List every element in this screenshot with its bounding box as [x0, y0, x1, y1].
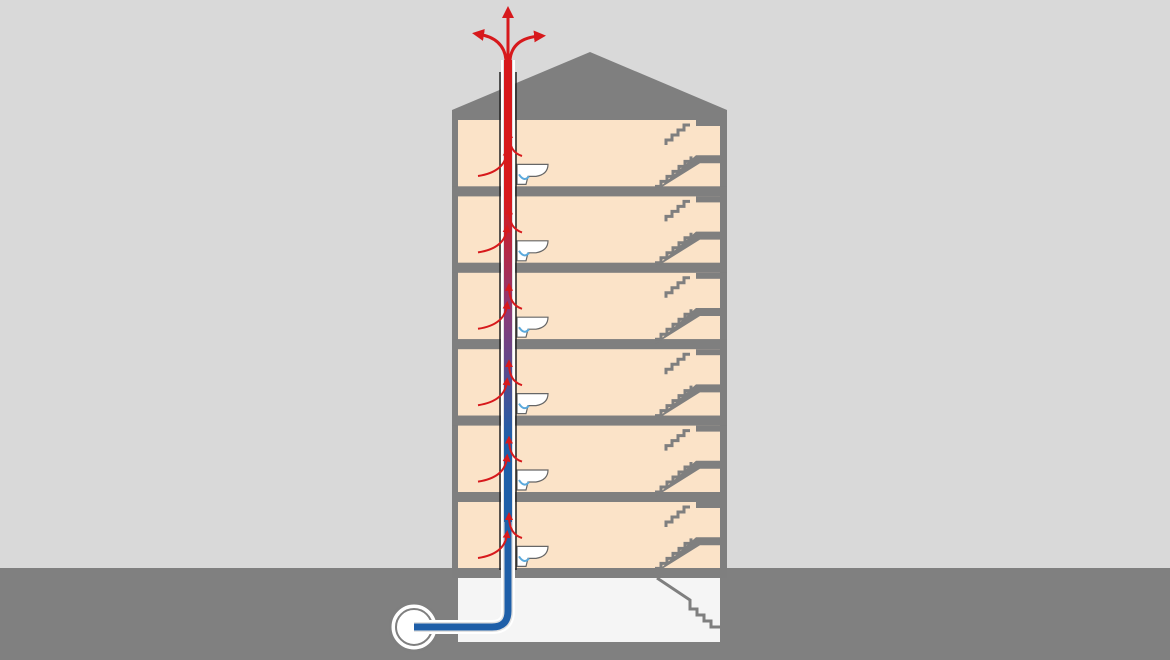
stair-wall — [696, 502, 720, 508]
fixture-water — [518, 403, 530, 410]
floors — [452, 120, 727, 579]
air-arrow-left — [477, 224, 511, 254]
floor-1 — [452, 502, 727, 579]
exhaust-arrow-left — [472, 28, 508, 61]
stair-steps — [655, 232, 693, 265]
air-arrow-left — [477, 530, 511, 559]
air-arrow-left — [477, 453, 511, 483]
stair-steps-upper — [664, 505, 690, 527]
curved-arrow-up-icon — [477, 359, 523, 407]
stair-landing — [655, 308, 720, 345]
stair-steps-upper — [664, 123, 690, 145]
air-arrow-right — [505, 512, 523, 539]
stair-steps — [655, 538, 693, 570]
stair-steps-upper — [664, 429, 690, 451]
air-arrow-left — [477, 377, 511, 407]
stair-wall — [696, 120, 720, 126]
air-arrow-left — [477, 300, 511, 330]
fixture-water — [518, 479, 530, 486]
floor-6 — [452, 120, 727, 197]
curved-arrow-up-icon — [477, 512, 523, 559]
stair-landing — [655, 384, 720, 421]
air-arrow-right — [505, 130, 523, 157]
fixture-water — [518, 555, 530, 562]
floor-slab — [452, 415, 727, 426]
stair-wall — [696, 196, 720, 203]
stair-steps — [655, 462, 693, 494]
vent-stack-pipe — [504, 60, 512, 522]
stair-wall — [696, 349, 720, 356]
floor-5 — [452, 196, 727, 273]
fixture-water — [518, 326, 530, 333]
curved-arrow-up-icon — [477, 130, 523, 177]
stair-landing — [655, 231, 720, 268]
air-arrow-right — [505, 435, 523, 463]
stair-wall — [696, 272, 720, 279]
floor-slab — [452, 492, 727, 502]
floor-slab — [452, 186, 727, 197]
cold-air-pipe — [414, 520, 512, 631]
stair-steps — [655, 156, 693, 188]
stair-landing — [655, 155, 720, 192]
stair-steps-upper — [664, 276, 690, 298]
exhaust-arrow-right — [508, 30, 546, 61]
floor-slab — [452, 262, 727, 273]
floor-slab — [452, 339, 727, 350]
curved-arrow-up-icon — [477, 435, 523, 483]
curved-arrow-up-icon — [477, 282, 523, 330]
floor-4 — [452, 272, 727, 350]
ground-floor-slab — [452, 568, 727, 578]
air-arrow-right — [505, 206, 523, 234]
stair-steps-upper — [664, 352, 690, 375]
floor-2 — [452, 425, 727, 502]
air-arrow-right — [505, 359, 523, 387]
curved-arrow-up-icon — [477, 206, 523, 254]
stair-steps — [655, 385, 693, 418]
air-arrows — [477, 130, 523, 559]
fixture-water — [518, 173, 530, 180]
air-arrow-right — [505, 282, 523, 310]
stair-landing — [655, 460, 720, 497]
air-arrow-left — [477, 148, 511, 177]
stair-steps-upper — [664, 199, 690, 222]
stair-landing — [655, 537, 720, 574]
fixture-water — [518, 250, 530, 257]
stair-steps — [655, 309, 693, 341]
stair-wall — [696, 425, 720, 432]
roof-exhaust — [472, 5, 546, 61]
basement-stairs — [656, 576, 720, 629]
sewer-connection — [388, 60, 515, 653]
floor-3 — [452, 349, 727, 426]
